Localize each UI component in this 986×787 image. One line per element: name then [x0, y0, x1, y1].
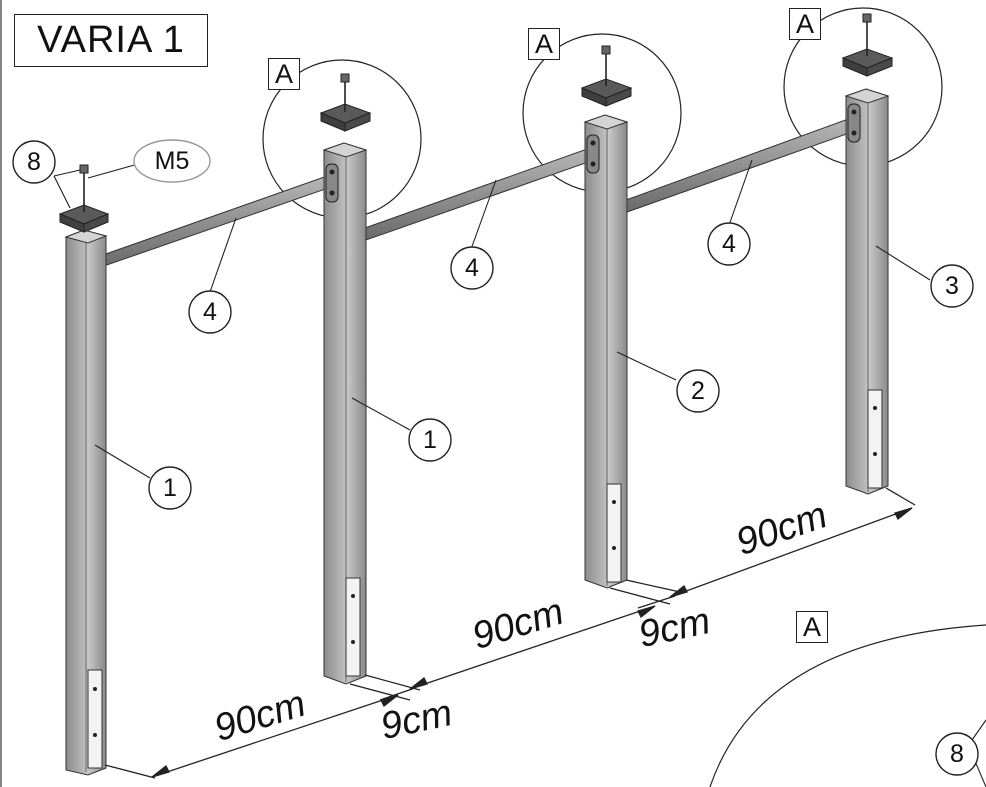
cap-plate-middle	[580, 45, 633, 107]
callout-post-right: 3	[945, 271, 959, 300]
detail-marker-a1: A	[268, 58, 300, 90]
callout-ellipse-m5	[133, 139, 211, 183]
cap-plate-left	[58, 164, 110, 233]
callout-bolt-size: M5	[154, 146, 190, 175]
callout-circle-4b	[450, 246, 494, 290]
post-second	[322, 142, 368, 685]
callout-rail-2: 4	[465, 253, 479, 282]
callout-post-left: 1	[163, 473, 177, 502]
callout-circle-4a	[188, 290, 232, 334]
callout-post-middle: 2	[691, 376, 705, 405]
callout-circle-3	[930, 264, 974, 308]
detail-marker-a3: A	[789, 8, 821, 40]
callout-circle-8	[12, 140, 56, 184]
post-middle	[583, 114, 629, 589]
callout-circle-8b	[935, 732, 979, 776]
cap-plate-right	[841, 13, 894, 77]
detail-marker-a4: A	[796, 611, 828, 643]
callout-circle-1a	[148, 466, 192, 510]
leader-lines	[53, 159, 986, 787]
post-right	[844, 88, 890, 495]
dimension-lines	[104, 487, 916, 779]
callout-rail-1: 4	[203, 297, 217, 326]
cap-plate-second	[319, 73, 372, 132]
detail-marker-a2: A	[528, 28, 560, 60]
callout-post-second: 1	[423, 425, 437, 454]
callout-rail-3: 4	[722, 229, 736, 258]
callout-bolt-part: 8	[27, 147, 41, 176]
callout-circle-1b	[408, 418, 452, 462]
drawing-title: VARIA 1	[14, 14, 208, 67]
callout-detail-part: 8	[950, 739, 964, 768]
callout-circle-4c	[707, 222, 751, 266]
callout-circle-2	[676, 369, 720, 413]
detail-circle-large	[709, 624, 986, 787]
